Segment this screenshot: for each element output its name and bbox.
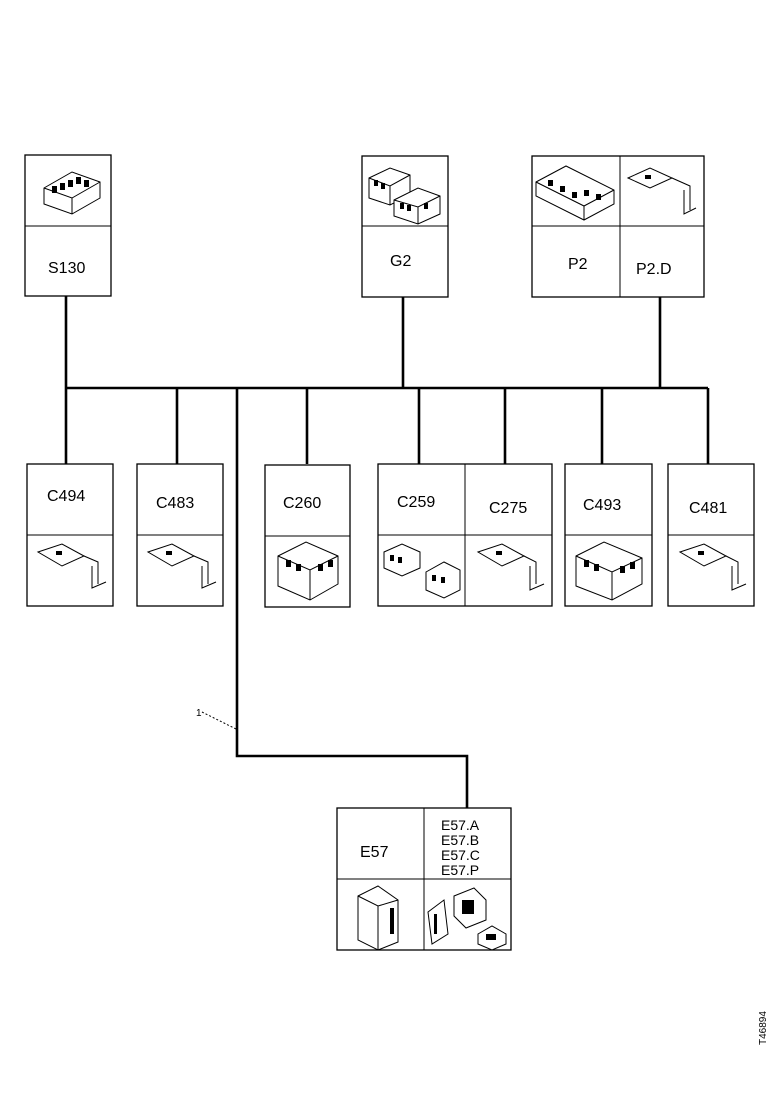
connector-housing-icon <box>575 541 643 601</box>
callout-1: 1 <box>196 708 237 730</box>
label-c494: C494 <box>47 488 85 505</box>
label-p2d: P2.D <box>636 261 672 278</box>
component-c494: C494 <box>26 463 114 607</box>
component-c275: C275 <box>476 500 545 591</box>
terminal-bracket-icon <box>146 543 217 589</box>
multi-connector-icon <box>535 165 615 221</box>
terminal-bracket-icon <box>678 543 747 591</box>
terminal-bracket-icon <box>626 167 697 215</box>
wire-e57 <box>235 388 469 808</box>
callout-label: 1 <box>196 708 202 719</box>
label-c481: C481 <box>689 500 727 517</box>
label-c493: C493 <box>583 497 621 514</box>
component-c260: C260 <box>264 464 351 608</box>
connector-pair-icon <box>368 167 441 225</box>
component-c493: C493 <box>564 463 653 607</box>
component-c481: C481 <box>667 463 755 607</box>
component-c259: C259 <box>377 463 553 607</box>
harness-wires <box>64 296 710 808</box>
component-s130: S130 <box>24 154 112 297</box>
label-c259: C259 <box>397 494 435 511</box>
terminal-bracket-icon <box>36 543 107 589</box>
figure-reference: T46894 <box>758 1011 769 1045</box>
label-e57p: E57.P <box>441 862 479 878</box>
label-g2: G2 <box>390 253 411 270</box>
label-e57c: E57.C <box>441 847 480 863</box>
label-s130: S130 <box>48 260 85 277</box>
connector-pair-icon <box>383 543 461 599</box>
label-c275: C275 <box>489 500 527 517</box>
component-e57: E57 E57.A E57.B E57.C E57.P <box>336 807 512 951</box>
connector-housing-icon <box>277 541 339 601</box>
component-g2: G2 <box>361 155 449 298</box>
terminal-bracket-icon <box>476 543 545 591</box>
label-e57: E57 <box>360 844 389 861</box>
component-c483: C483 <box>136 463 224 607</box>
label-e57a: E57.A <box>441 817 480 833</box>
control-module-icon <box>357 885 399 951</box>
label-c260: C260 <box>283 495 321 512</box>
module-connectors-icon <box>427 887 507 951</box>
label-e57b: E57.B <box>441 832 479 848</box>
switch-connector-icon <box>43 171 101 215</box>
label-p2: P2 <box>568 256 588 273</box>
component-p2: P2 P2.D <box>531 155 705 298</box>
label-c483: C483 <box>156 495 194 512</box>
